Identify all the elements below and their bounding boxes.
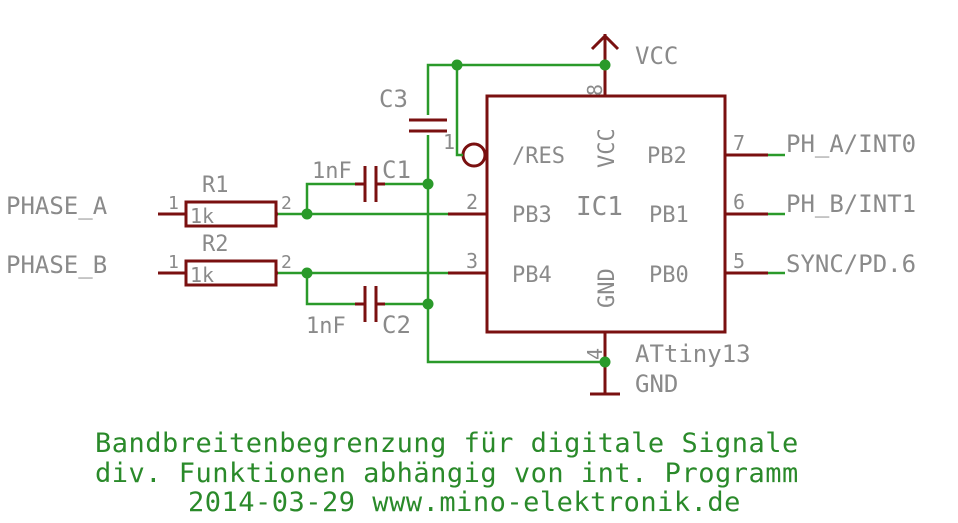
pin-number-2: 2 — [466, 190, 478, 214]
ic-pin-label-res: /RES — [512, 144, 565, 169]
resistor-r1 — [158, 200, 278, 228]
ic-pin-label-vcc: VCC — [595, 128, 620, 168]
r2-pin2-number: 2 — [281, 252, 292, 273]
pin-number-5: 5 — [733, 249, 745, 273]
pin-number-3: 3 — [466, 249, 478, 273]
wire-vcc-net — [426, 63, 605, 157]
ic-pin-label-pb1: PB1 — [649, 203, 689, 228]
caption-line-2: div. Funktionen abhängig von int. Progra… — [95, 458, 799, 489]
net-label-phase-a: PHASE_A — [6, 192, 108, 220]
junction-dot — [599, 356, 611, 368]
junction-dot — [422, 298, 434, 310]
net-label-phase-b: PHASE_B — [6, 251, 107, 279]
r1-pin2-number: 2 — [281, 193, 292, 214]
r1-designator: R1 — [202, 173, 229, 198]
wire-pb3-net — [278, 182, 448, 216]
vcc-net-label: VCC — [635, 42, 678, 70]
r1-value: 1k — [190, 204, 214, 228]
junction-dot — [301, 208, 313, 220]
c1-designator: C1 — [382, 156, 411, 184]
wire-pb4-net — [278, 271, 448, 306]
capacitor-c3 — [409, 118, 447, 133]
capacitor-c2 — [355, 286, 385, 322]
c3-designator: C3 — [379, 85, 408, 113]
c1-value: 1nF — [312, 159, 352, 184]
reset-inversion-bubble — [461, 142, 487, 168]
capacitor-c1 — [355, 166, 385, 202]
wire-gnd-net — [385, 135, 605, 364]
junction-dot — [451, 59, 463, 71]
pin-number-4: 4 — [583, 348, 607, 360]
ic-pin-label-pb2: PB2 — [647, 144, 687, 169]
pin-number-7: 7 — [733, 131, 745, 155]
r2-value: 1k — [190, 263, 214, 287]
ic-part-name: ATtiny13 — [635, 340, 751, 368]
r2-designator: R2 — [202, 232, 229, 257]
junction-dot — [301, 267, 313, 279]
ic-pin-label-pb0: PB0 — [649, 263, 689, 288]
pin-number-6: 6 — [733, 190, 745, 214]
pin-number-8: 8 — [583, 84, 607, 96]
r1-pin1-number: 1 — [168, 193, 179, 214]
pin-number-1: 1 — [443, 130, 455, 154]
junction-dot — [422, 178, 434, 190]
ic-pin-label-gnd: GND — [595, 268, 620, 308]
r2-pin1-number: 1 — [168, 252, 179, 273]
c2-value: 1nF — [306, 314, 346, 339]
caption-line-3: 2014-03-29 www.mino-elektronik.de — [188, 487, 741, 518]
gnd-net-label: GND — [635, 370, 678, 398]
net-label-ph-b-int1: PH_B/INT1 — [786, 190, 916, 218]
ic-pin-label-pb4: PB4 — [512, 263, 552, 288]
ic-pin-label-pb3: PB3 — [512, 203, 552, 228]
junction-dot — [599, 59, 611, 71]
c2-designator: C2 — [382, 311, 411, 339]
net-label-ph-a-int0: PH_A/INT0 — [786, 130, 916, 158]
caption-line-1: Bandbreitenbegrenzung für digitale Signa… — [95, 428, 799, 459]
net-label-sync-pd6: SYNC/PD.6 — [786, 250, 916, 278]
ic-designator: IC1 — [576, 192, 623, 222]
resistor-r2 — [158, 259, 278, 287]
